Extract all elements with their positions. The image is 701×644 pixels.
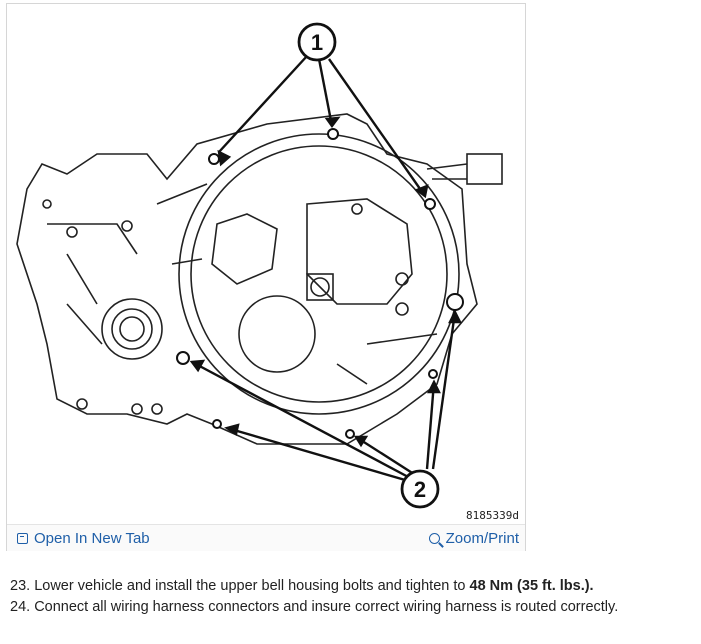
- callout-2-label: 2: [414, 477, 426, 502]
- torque-value: 48 Nm (35 ft. lbs.).: [469, 578, 594, 594]
- zoom-print-link[interactable]: Zoom/Print: [428, 530, 519, 547]
- step-23: 23. Lower vehicle and install the upper …: [10, 576, 695, 597]
- external-tab-icon: [17, 533, 28, 544]
- figure-frame: 1 2 8185339d Open In New Tab Zoom/Print: [6, 3, 526, 551]
- procedure-steps: 23. Lower vehicle and install the upper …: [10, 576, 695, 618]
- figure-code: 8185339d: [466, 509, 519, 522]
- step-24: 24. Connect all wiring harness connector…: [10, 597, 695, 618]
- figure-toolbar: Open In New Tab Zoom/Print: [7, 524, 525, 551]
- step-text: Lower vehicle and install the upper bell…: [34, 578, 470, 594]
- open-in-new-tab-link[interactable]: Open In New Tab: [17, 530, 150, 547]
- open-in-new-tab-label: Open In New Tab: [34, 530, 150, 547]
- callout-1-label: 1: [311, 30, 323, 55]
- zoom-print-label: Zoom/Print: [445, 530, 519, 547]
- step-number: 23.: [10, 578, 31, 594]
- magnifier-icon: [428, 533, 440, 544]
- step-text: Connect all wiring harness connectors an…: [34, 599, 619, 615]
- bell-housing-illustration: 1 2: [16, 22, 503, 509]
- step-number: 24.: [10, 599, 31, 615]
